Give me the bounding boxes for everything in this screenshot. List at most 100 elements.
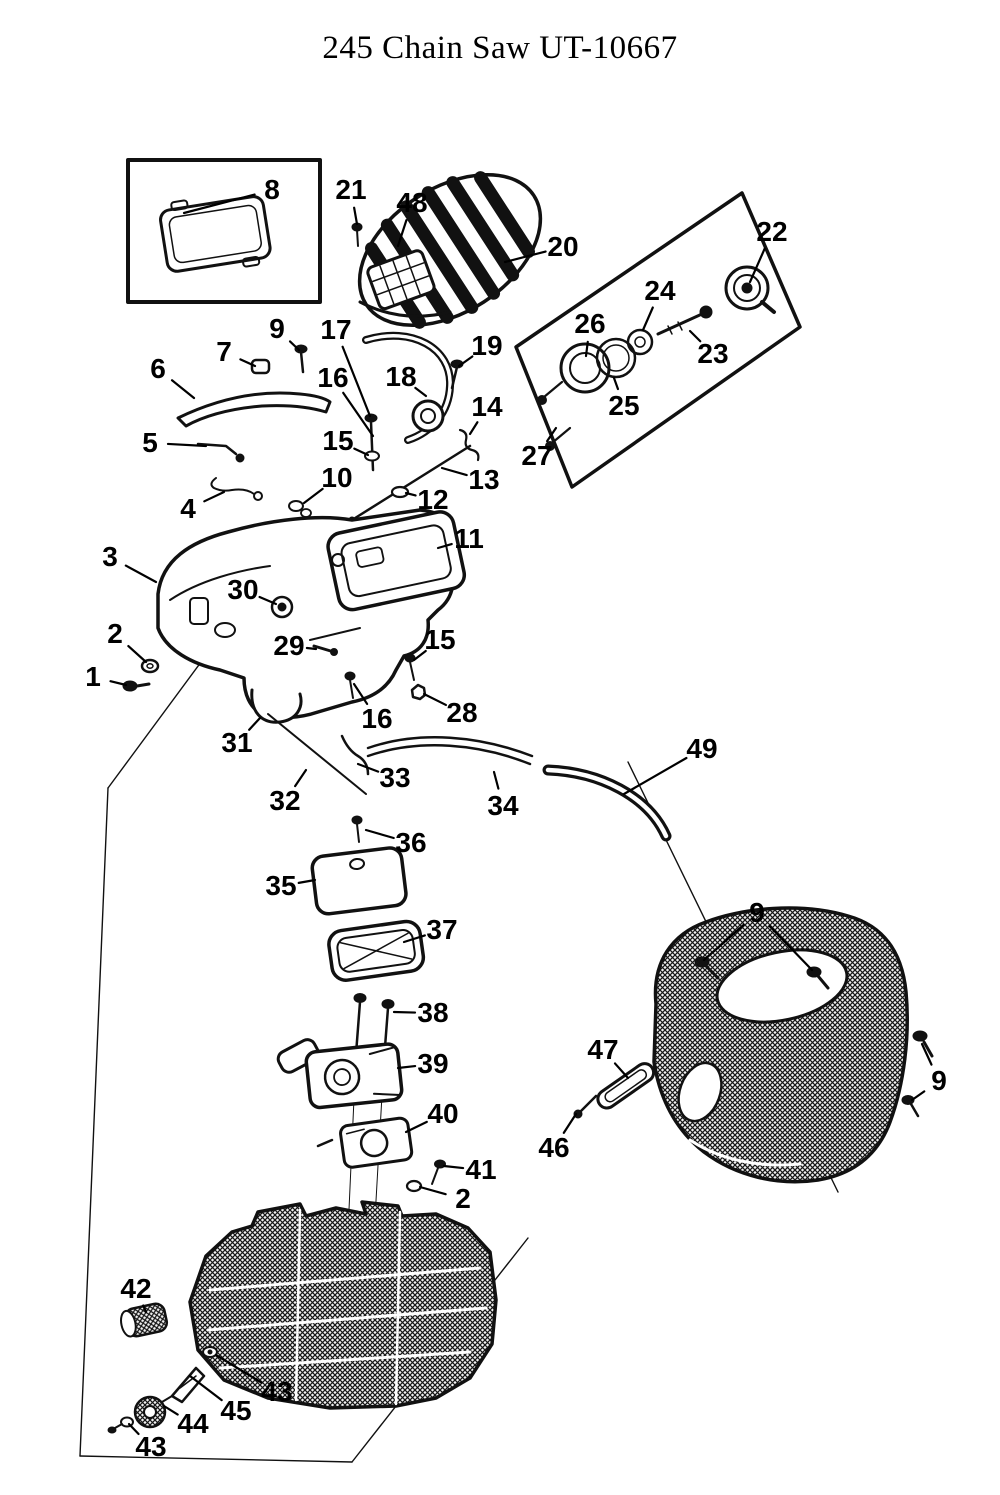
leader-line-38 — [392, 1010, 417, 1014]
part-label-12: 12 — [417, 484, 448, 515]
part-label-44: 44 — [177, 1408, 209, 1439]
leader-line-13 — [440, 466, 468, 477]
engine-block — [188, 1200, 498, 1410]
leader-line-43 — [214, 1353, 263, 1384]
part-label-47: 47 — [587, 1034, 618, 1065]
part-label-5: 5 — [142, 427, 158, 458]
part-label-46: 46 — [538, 1132, 569, 1163]
seal-kit-box — [514, 191, 802, 489]
leader-line-9 — [288, 340, 301, 352]
part-label-28: 28 — [446, 697, 477, 728]
part-label-9: 9 — [931, 1065, 947, 1096]
leader-line-21 — [353, 206, 359, 226]
part-label-22: 22 — [756, 216, 787, 247]
leader-line-36 — [364, 828, 395, 840]
part-label-34: 34 — [487, 790, 519, 821]
part-label-2: 2 — [455, 1183, 471, 1214]
leader-line-20 — [503, 250, 547, 264]
part-label-15: 15 — [424, 624, 455, 655]
part-label-33: 33 — [379, 762, 410, 793]
leader-line-48 — [396, 219, 408, 248]
carb-screws — [347, 993, 395, 1237]
leader-line-10 — [302, 487, 324, 505]
starter-housing — [351, 171, 543, 329]
part-label-23: 23 — [697, 338, 728, 369]
part-label-31: 31 — [221, 727, 252, 758]
part-label-25: 25 — [608, 390, 639, 421]
part-label-15: 15 — [322, 425, 353, 456]
leader-line-7 — [239, 358, 257, 368]
part-label-35: 35 — [265, 870, 296, 901]
part-label-32: 32 — [269, 785, 300, 816]
part-label-24: 24 — [644, 275, 676, 306]
leader-line-25 — [612, 376, 620, 391]
leader-line-15 — [353, 447, 370, 457]
part-label-40: 40 — [427, 1098, 458, 1129]
leader-line-49 — [622, 756, 688, 796]
part-label-43: 43 — [261, 1376, 292, 1407]
leader-line-14 — [468, 421, 479, 436]
leader-line-18 — [414, 386, 428, 398]
part-label-49: 49 — [686, 733, 717, 764]
part-label-30: 30 — [227, 574, 258, 605]
leader-line-32 — [293, 768, 308, 788]
part-label-17: 17 — [320, 314, 351, 345]
leader-line-1 — [109, 680, 128, 687]
part-label-4: 4 — [180, 493, 196, 524]
part-label-29: 29 — [273, 630, 304, 661]
rear-handle — [573, 906, 934, 1184]
part-label-27: 27 — [521, 440, 552, 471]
part-label-39: 39 — [417, 1048, 448, 1079]
filter-gasket — [327, 919, 426, 982]
part-label-6: 6 — [150, 353, 166, 384]
leader-line-29 — [305, 646, 318, 651]
leader-line-34 — [492, 770, 500, 790]
leader-line-41 — [442, 1164, 465, 1170]
leader-line-44 — [162, 1404, 179, 1416]
leader-line-31 — [248, 716, 262, 731]
leader-line-30 — [258, 595, 278, 606]
part-label-9: 9 — [749, 897, 765, 928]
leader-line-35 — [297, 878, 317, 884]
leader-line-17 — [341, 345, 372, 418]
part-label-16: 16 — [361, 703, 392, 734]
carburetor — [276, 1038, 404, 1110]
air-filter — [310, 815, 408, 916]
part-label-9: 9 — [269, 313, 285, 344]
leader-line-22 — [748, 247, 766, 284]
part-label-21: 21 — [335, 174, 366, 205]
leader-line-27 — [546, 426, 558, 443]
leader-line-3 — [124, 564, 158, 584]
leader-line-23 — [688, 329, 702, 343]
part-label-43: 43 — [135, 1431, 166, 1462]
front-handle — [176, 344, 332, 428]
leader-line-6 — [170, 379, 196, 400]
part-label-45: 45 — [220, 1395, 251, 1426]
part-label-3: 3 — [102, 541, 118, 572]
part-label-1: 1 — [85, 661, 101, 692]
leader-line-9 — [910, 1090, 926, 1102]
leader-line-24 — [641, 306, 654, 332]
part-label-10: 10 — [321, 462, 352, 493]
leader-line-45 — [188, 1374, 223, 1402]
part-label-26: 26 — [574, 308, 605, 339]
leader-line-28 — [422, 692, 448, 707]
part-label-8: 8 — [264, 174, 280, 205]
part-label-18: 18 — [385, 361, 416, 392]
leader-line-33 — [356, 762, 380, 773]
part-label-13: 13 — [468, 464, 499, 495]
page-title: 245 Chain Saw UT-10667 — [322, 30, 678, 66]
leader-line-42 — [142, 1304, 148, 1314]
leader-line-9 — [702, 923, 745, 962]
leader-line-12 — [404, 491, 417, 497]
main-housing — [122, 508, 467, 724]
part-label-20: 20 — [547, 231, 578, 262]
part-label-19: 19 — [471, 330, 502, 361]
part-label-7: 7 — [216, 336, 232, 367]
leader-line-43 — [127, 1422, 140, 1436]
leader-line-40 — [404, 1120, 428, 1134]
part-label-38: 38 — [417, 997, 448, 1028]
leader-line-15 — [412, 649, 427, 662]
leader-line-16 — [352, 682, 369, 706]
